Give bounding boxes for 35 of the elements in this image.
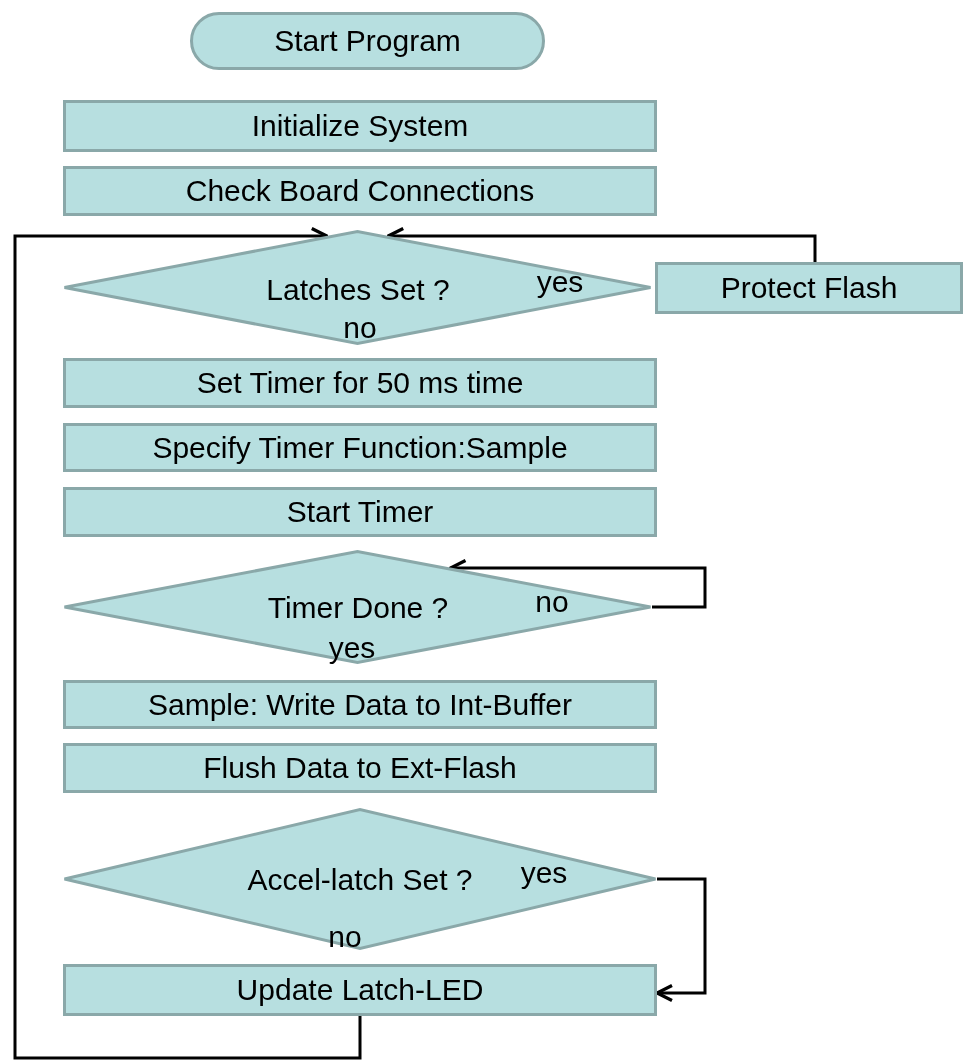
flow-arrow [386,226,817,262]
flow-arrow [13,226,362,1060]
branch-label: no [342,310,378,347]
step-text: Initialize System [250,108,470,145]
step-text: Flush Data to Ext-Flash [202,750,518,787]
process-box [63,100,657,152]
step-text: Check Board Connections [184,173,536,210]
step-text: Start Program [273,23,462,60]
process-box [63,166,657,216]
step-text: Specify Timer Function:Sample [151,429,569,466]
branch-label: no [327,919,363,956]
step-text: Update Latch-LED [235,972,485,1009]
branch-label: yes [535,264,585,301]
flow-arrow [448,558,707,609]
step-text: Sample: Write Data to Int-Buffer [146,686,574,723]
decision-diamond [63,230,652,345]
step-text: Set Timer for 50 ms time [195,365,525,402]
process-box [655,262,963,314]
branch-label: no [534,584,570,621]
step-text: Start Timer [285,494,435,531]
process-box [63,964,657,1016]
flow-arrow [655,877,707,1003]
process-box [63,423,657,472]
decision-diamond [63,808,657,950]
process-box [63,487,657,537]
process-box [63,358,657,408]
step-text: Protect Flash [719,270,899,307]
process-box [63,680,657,729]
process-box [63,743,657,793]
decision-diamond [63,550,652,664]
step-text: Timer Done ? [266,590,450,627]
branch-label: yes [327,630,377,667]
branch-label: yes [519,855,569,892]
step-text: Accel-latch Set ? [246,862,474,899]
step-text: Latches Set ? [265,272,451,309]
